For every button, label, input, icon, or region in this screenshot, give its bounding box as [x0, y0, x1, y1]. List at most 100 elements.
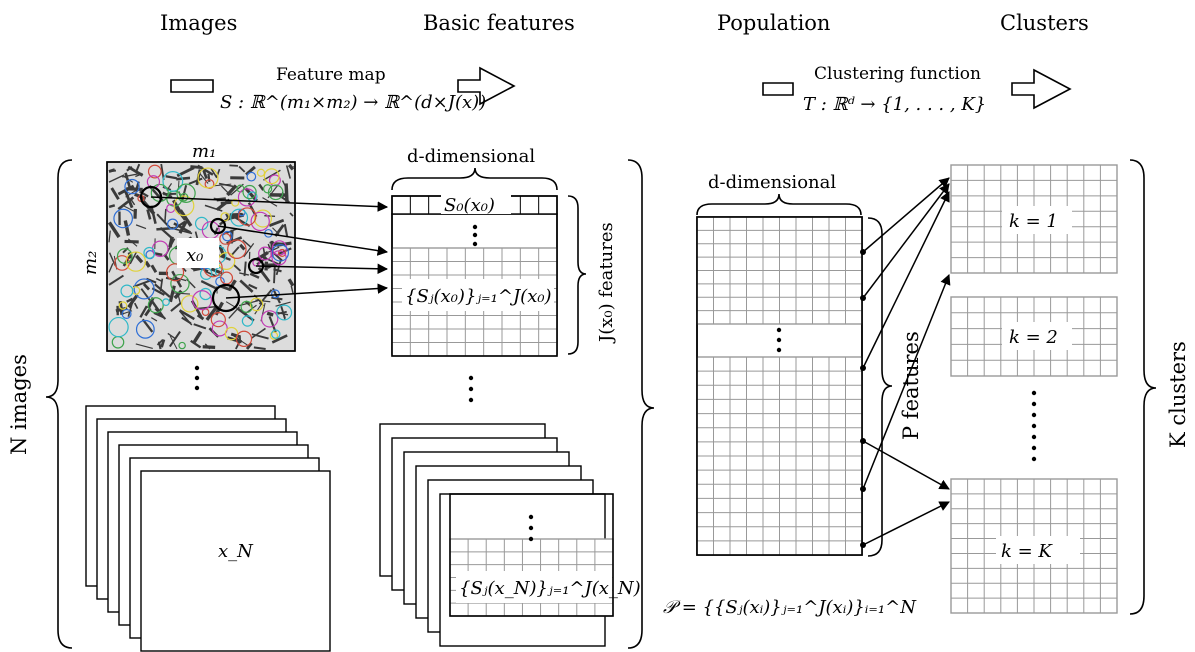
texture-stroke [249, 272, 260, 279]
keypoint-circle [197, 167, 219, 189]
texture-stroke [165, 175, 177, 180]
texture-stroke [181, 185, 188, 201]
texture-stroke [123, 220, 131, 236]
k1-label-box [1002, 206, 1072, 234]
population-d-dimensional: d-dimensional [708, 172, 836, 193]
feature-grid-x0 [391, 195, 558, 357]
texture-stroke [275, 311, 289, 316]
label-k2: k = 2 [1009, 327, 1058, 348]
j-features-brace [567, 195, 587, 355]
texture-stroke [173, 206, 186, 221]
texture-stroke [153, 312, 165, 319]
header-images: Images [160, 11, 237, 35]
texture-stroke [142, 283, 151, 291]
texture-stroke [144, 260, 151, 268]
keypoint-circle [262, 184, 273, 194]
texture-stroke [190, 165, 203, 170]
texture-stroke [169, 335, 178, 350]
texture-stroke [225, 301, 241, 311]
keypoint-circle [176, 183, 196, 203]
texture-stroke [279, 304, 286, 319]
keypoint-circle [214, 267, 225, 277]
texture-stroke [248, 283, 258, 290]
keypoint-circle [125, 251, 146, 272]
texture-stroke [150, 317, 158, 322]
header-clusters: Clusters [1000, 11, 1089, 35]
texture-stroke [122, 253, 132, 267]
keypoint-circle [166, 263, 185, 282]
texture-stroke [127, 297, 135, 317]
front-feature-ellipsis-dot [528, 525, 534, 531]
keypoint-circle [121, 308, 132, 319]
texture-stroke [135, 254, 144, 264]
texture-stroke [232, 263, 242, 272]
texture-stroke [200, 279, 219, 291]
texture-stroke [155, 277, 163, 283]
keypoint-circle [241, 315, 254, 327]
texture-stroke [287, 163, 295, 171]
population-outline [696, 216, 863, 556]
texture-stroke [150, 205, 157, 224]
features-d-dimensional: d-dimensional [407, 146, 535, 167]
texture-stroke [176, 176, 191, 181]
keypoint-circle [269, 331, 279, 340]
population-grid-top [696, 216, 863, 325]
keypoint-circle [211, 320, 228, 337]
keypoint-circle [250, 211, 270, 232]
texture-stroke [245, 165, 256, 176]
p-features-brace [867, 217, 893, 557]
texture-stroke [238, 165, 246, 173]
s0-label-box [441, 195, 511, 214]
set-x0-label-box [402, 279, 554, 311]
texture-stroke [132, 279, 152, 288]
keypoint-circle [230, 208, 249, 227]
texture-stroke [178, 220, 188, 234]
texture-stroke [204, 204, 223, 212]
keypoint-circle [116, 248, 133, 264]
texture-stroke [135, 163, 141, 172]
texture-stroke [199, 173, 209, 184]
texture-stroke [118, 300, 124, 316]
texture-stroke [146, 209, 152, 220]
texture-stroke [168, 236, 174, 248]
population-formula: 𝒫 = {{Sⱼ(xᵢ)}ⱼ₌₁^J(xᵢ)}ᵢ₌₁^N [663, 597, 917, 618]
texture-stroke [261, 255, 279, 265]
keypoint-circle [261, 310, 279, 328]
texture-stroke [178, 310, 193, 326]
keypoint-circle [271, 329, 281, 339]
keypoint-circle [131, 286, 141, 295]
texture-stroke [207, 173, 211, 182]
texture-stroke [108, 204, 116, 209]
keypoint-circle [235, 330, 253, 348]
texture-stroke [287, 278, 295, 287]
keypoint-circle [162, 170, 184, 192]
texture-stroke [194, 231, 199, 240]
header-basic-features: Basic features [423, 11, 575, 35]
texture-stroke [171, 292, 191, 295]
keypoint-circle [192, 290, 213, 311]
texture-stroke [135, 224, 147, 230]
texture-stroke [268, 218, 285, 227]
texture-stroke [188, 177, 203, 185]
keypoint-circle [199, 287, 212, 301]
label-set-x0: {Sⱼ(x₀)}ⱼ₌₁^J(x₀) [405, 286, 552, 307]
keypoint-circle [276, 304, 293, 321]
keypoint-circle [240, 300, 253, 313]
texture-stroke [237, 307, 255, 322]
keypoint-circle [278, 248, 287, 257]
texture-stroke [168, 285, 176, 303]
clustering-arrow [762, 68, 1072, 110]
feature-map-arrow [170, 66, 516, 106]
texture-stroke [242, 239, 252, 248]
texture-stroke [267, 246, 280, 253]
keypoint-circle [120, 284, 134, 298]
keypoint-circle [210, 312, 226, 328]
label-x0: x₀ [186, 245, 203, 266]
texture-stroke [125, 188, 139, 198]
texture-stroke [129, 251, 138, 265]
keypoint-circle [227, 239, 247, 259]
clustering-title: Clustering function [814, 64, 981, 84]
x0-label-box [177, 238, 219, 268]
keypoint-circle [268, 174, 281, 187]
